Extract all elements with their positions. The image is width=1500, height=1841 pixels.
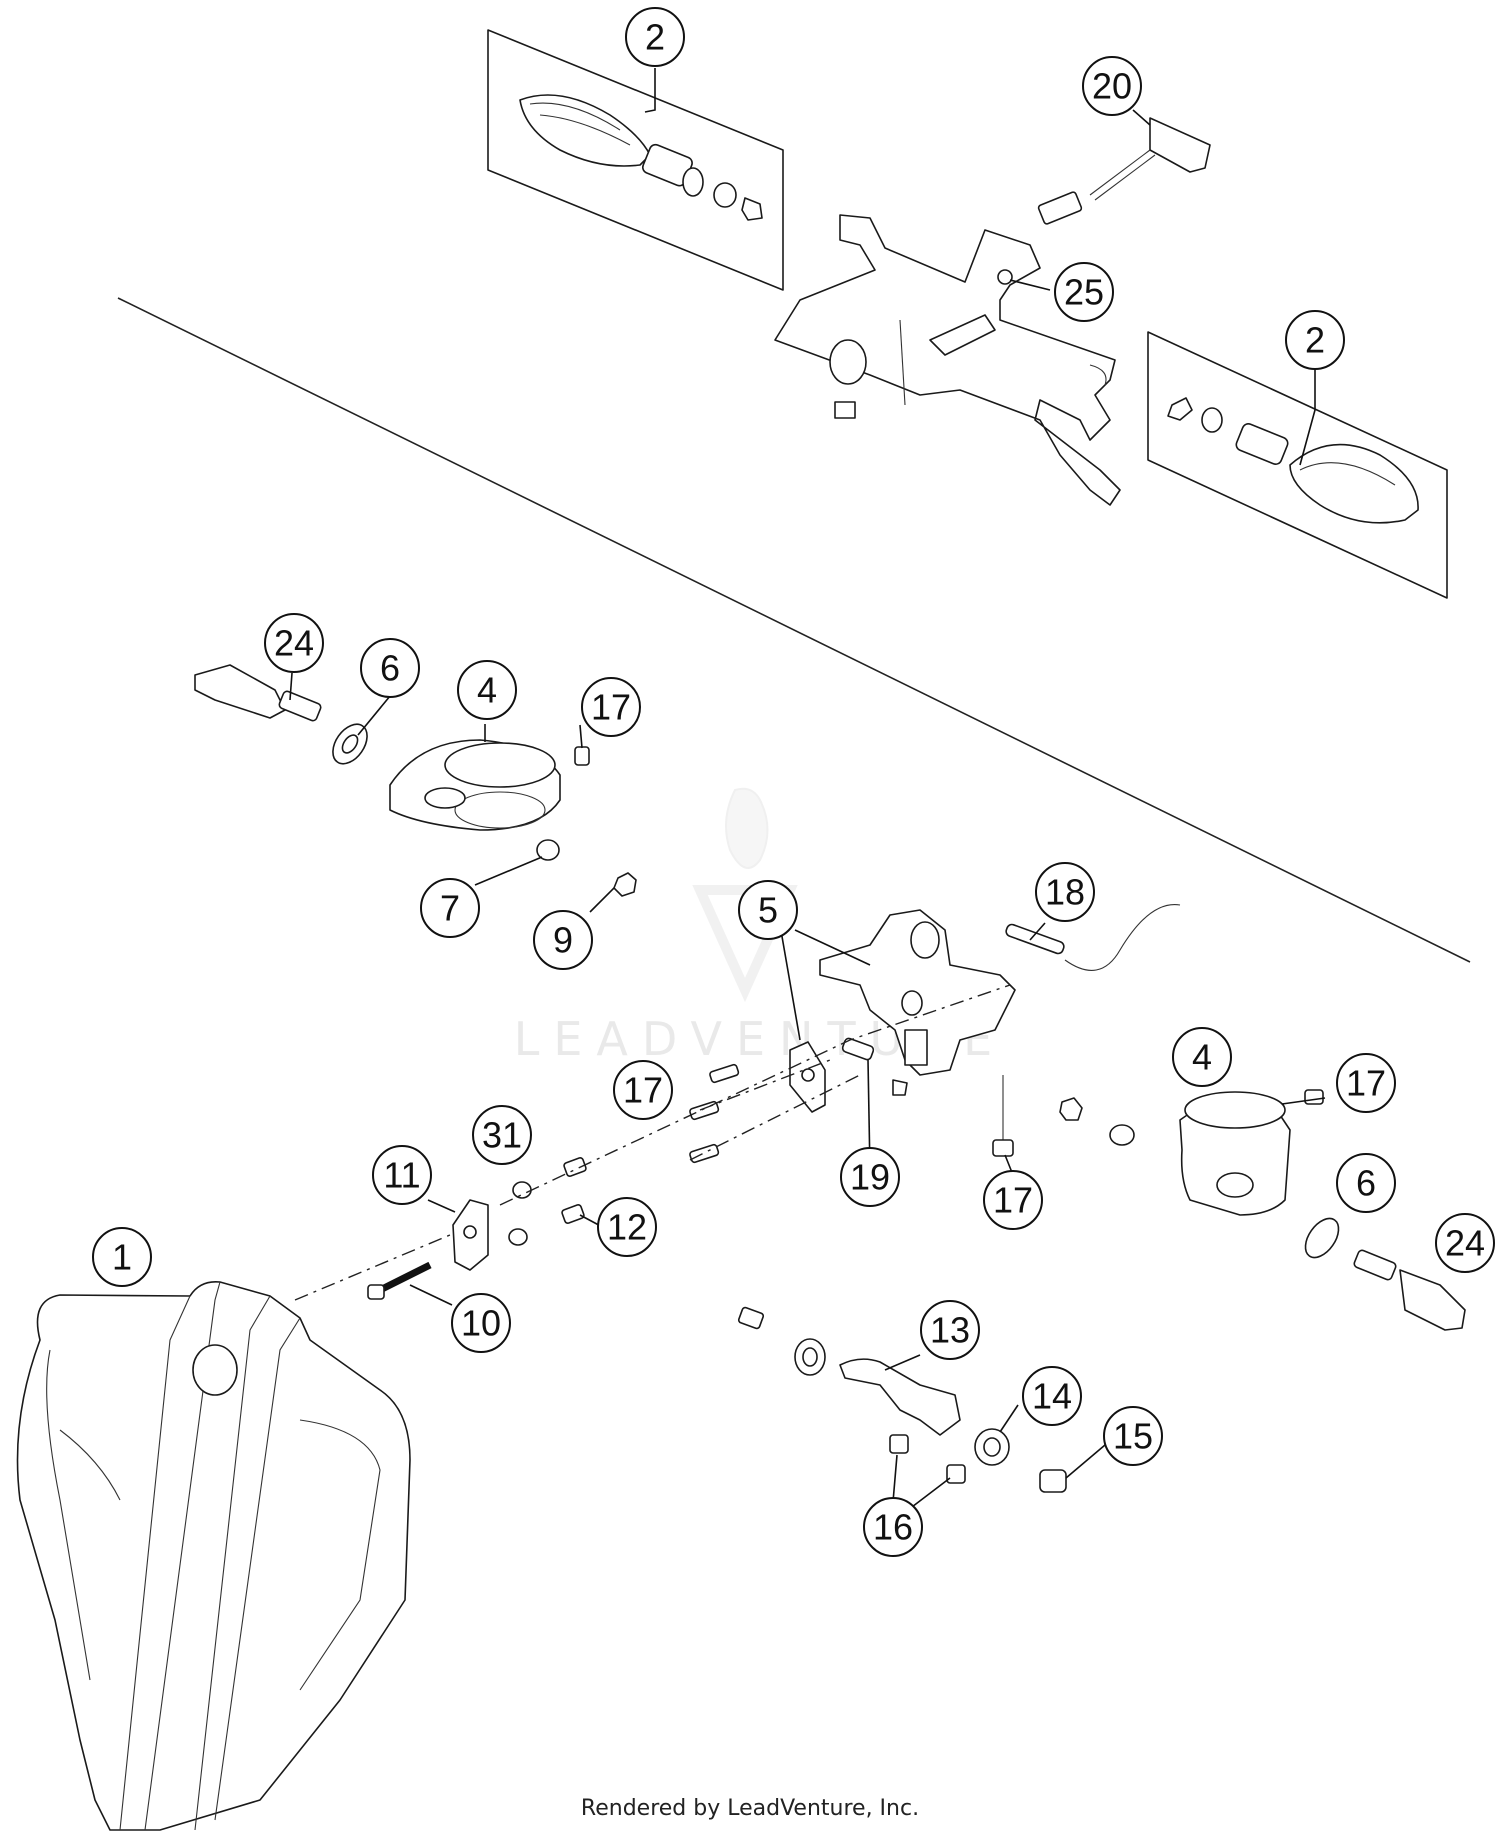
callout-4: 4: [457, 660, 517, 720]
mounting-kit: [737, 1306, 1067, 1493]
screw-16-left: [889, 1434, 909, 1454]
callout-label: 14: [1032, 1376, 1072, 1417]
callout-7: 7: [420, 878, 480, 938]
callout-10: 10: [451, 1293, 511, 1353]
headlight-bracket: [819, 909, 1016, 1076]
callout-6: 6: [360, 638, 420, 698]
callout-label: 17: [623, 1070, 663, 1111]
screw-10: [367, 1261, 432, 1300]
front-indicator-left: [194, 664, 322, 722]
callout-2: 2: [1285, 310, 1345, 370]
callout-13: 13: [920, 1300, 980, 1360]
callout-label: 6: [1356, 1163, 1376, 1204]
callout-6: 6: [1336, 1153, 1396, 1213]
callout-15: 15: [1103, 1406, 1163, 1466]
rear-indicator-right: [1147, 331, 1448, 599]
rubber-washer-right: [1304, 1217, 1340, 1259]
callout-14: 14: [1022, 1366, 1082, 1426]
callout-label: 5: [758, 890, 778, 931]
washer-center: [1109, 1124, 1135, 1146]
callout-label: 17: [1346, 1063, 1386, 1104]
callout-24: 24: [264, 613, 324, 673]
callout-label: 4: [477, 670, 497, 711]
washer-7: [536, 839, 560, 861]
callout-label: 18: [1045, 872, 1085, 913]
callout-label: 11: [383, 1155, 420, 1196]
screws-17-center: [689, 1063, 740, 1164]
callout-label: 1: [112, 1237, 132, 1278]
headlight-adjuster: [452, 1199, 489, 1271]
rear-indicator-left: [487, 29, 784, 291]
nut-9: [613, 872, 637, 897]
screw-12-upper: [563, 1157, 587, 1177]
indicator-holder-left: [389, 739, 561, 831]
callout-12: 12: [597, 1197, 657, 1257]
callout-label: 13: [930, 1310, 970, 1351]
watermark-logo: [692, 787, 798, 1003]
callout-label: 2: [1305, 320, 1325, 361]
indicator-holder-right: [1179, 1091, 1291, 1216]
washer-31-upper: [512, 1181, 532, 1199]
callout-label: 9: [553, 920, 573, 961]
callout-18: 18: [1035, 862, 1095, 922]
screw-17-right: [1304, 1089, 1324, 1105]
callout-label: 24: [274, 623, 314, 664]
screw-16-right: [946, 1464, 966, 1484]
callout-label: 6: [380, 648, 400, 689]
sensor-cable: [1005, 904, 1181, 971]
bolt-19: [841, 1037, 908, 1096]
callout-label: 24: [1445, 1223, 1485, 1264]
callout-24: 24: [1435, 1213, 1495, 1273]
callout-label: 31: [482, 1115, 522, 1156]
screw-12-lower: [561, 1204, 585, 1224]
callout-17: 17: [581, 677, 641, 737]
front-indicator-right: [1353, 1249, 1466, 1331]
callout-label: 4: [1192, 1037, 1212, 1078]
bolt-15: [1039, 1469, 1067, 1493]
callout-2: 2: [625, 7, 685, 67]
separator-line: [117, 297, 1471, 963]
callout-layer: 2 20 25 2 24 6 4 17 7 9 5 18 17 31 11 12 19 17 4 17 6 24 1 10 13…: [92, 7, 1495, 1557]
callout-11: 11: [372, 1145, 432, 1205]
screw-17-lower: [992, 1075, 1014, 1157]
mount-plate: [789, 1041, 826, 1113]
callout-19: 19: [840, 1147, 900, 1207]
footer-credit: Rendered by LeadVenture, Inc.: [580, 1796, 920, 1821]
callout-label: 2: [645, 17, 665, 58]
rubber-washer-left: [332, 723, 368, 765]
callout-label: 16: [873, 1507, 913, 1548]
callout-9: 9: [533, 910, 593, 970]
licence-plate-bracket: [774, 214, 1121, 506]
nut-center: [1059, 1097, 1083, 1121]
callout-16: 16: [863, 1497, 923, 1557]
callout-label: 20: [1092, 66, 1132, 107]
callout-5: 5: [738, 880, 798, 940]
connector-cable: [1037, 117, 1211, 225]
callout-label: 25: [1064, 272, 1104, 313]
callout-17: 17: [1336, 1053, 1396, 1113]
callout-1: 1: [92, 1227, 152, 1287]
callout-4: 4: [1172, 1027, 1232, 1087]
assembly-line-screws: [689, 1059, 861, 1161]
screw-17-left: [574, 746, 590, 766]
callout-label: 15: [1113, 1416, 1153, 1457]
callout-label: 19: [850, 1157, 890, 1198]
callout-label: 17: [993, 1180, 1033, 1221]
callout-label: 17: [591, 687, 631, 728]
headlight-mask: [16, 1280, 411, 1831]
callout-label: 7: [440, 888, 460, 929]
callout-label: 12: [607, 1207, 647, 1248]
assembly-line-main: [294, 984, 1011, 1301]
washer-31-lower: [508, 1228, 528, 1246]
callout-label: 10: [461, 1303, 501, 1344]
callout-17: 17: [613, 1060, 673, 1120]
callout-31: 31: [472, 1105, 532, 1165]
callout-20: 20: [1082, 56, 1142, 116]
callout-17: 17: [983, 1170, 1043, 1230]
bracket-13: [839, 1358, 961, 1436]
callout-25: 25: [1054, 262, 1114, 322]
